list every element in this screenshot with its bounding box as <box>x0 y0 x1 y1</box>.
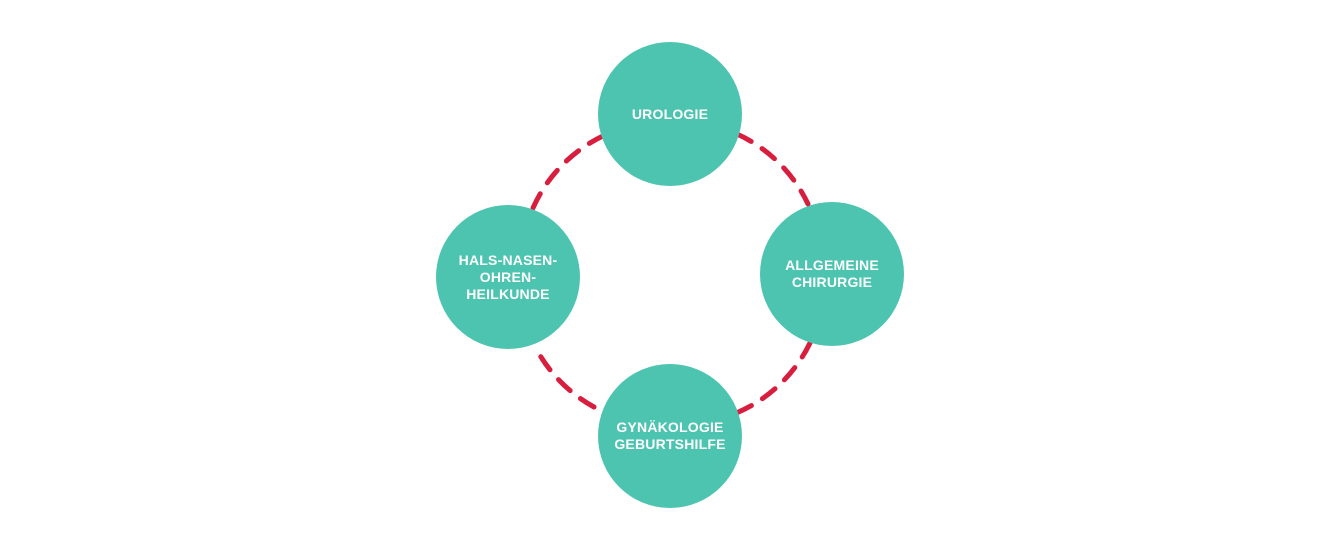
connector-hno-urologie <box>530 132 608 211</box>
node-hals-nasen-ohren-heilkunde: HALS-NASEN- OHREN- HEILKUNDE <box>436 205 580 349</box>
node-urologie: UROLOGIE <box>598 42 742 186</box>
connector-urologie-chirurgie <box>734 131 811 207</box>
node-label-urologie: UROLOGIE <box>631 105 709 122</box>
node-label-gynaekologie-geburtshilfe: GYNÄKOLOGIE GEBURTSHILFE <box>614 419 726 452</box>
connector-chirurgie-gynaekologie <box>731 340 813 417</box>
node-gynaekologie-geburtshilfe: GYNÄKOLOGIE GEBURTSHILFE <box>598 364 742 508</box>
node-label-allgemeine-chirurgie: ALLGEMEINE CHIRURGIE <box>785 257 879 290</box>
node-allgemeine-chirurgie: ALLGEMEINE CHIRURGIE <box>760 202 904 346</box>
connector-gynaekologie-hno <box>535 349 597 410</box>
node-label-hals-nasen-ohren-heilkunde: HALS-NASEN- OHREN- HEILKUNDE <box>458 251 558 302</box>
